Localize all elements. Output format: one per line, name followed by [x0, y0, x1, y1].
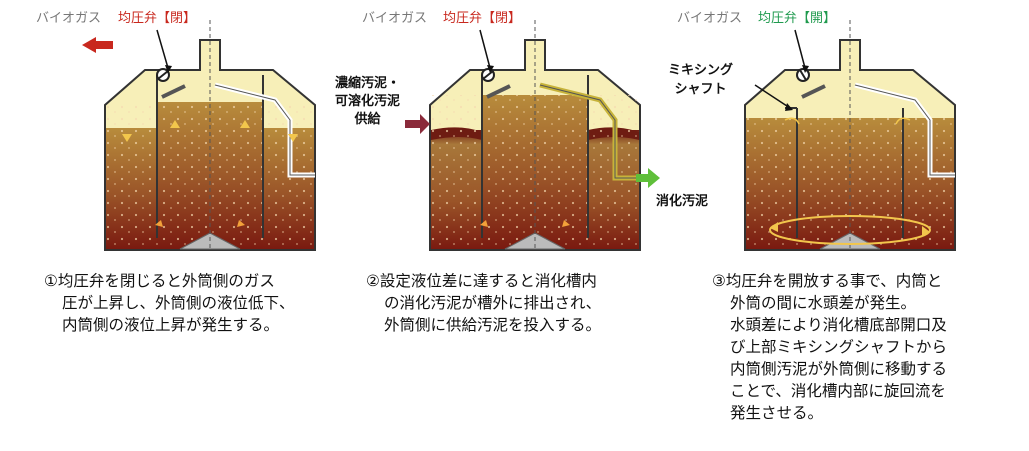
- biogas-label-1: バイオガス: [36, 11, 102, 26]
- feed-label-line: 可溶化汚泥: [335, 94, 401, 109]
- tank-1: [104, 20, 316, 251]
- caption-3: ③均圧弁を開放する事で、内筒と 外筒の間に水頭差が発生。 水頭差により消化槽底部…: [712, 270, 947, 424]
- caption-2-line: 外筒側に供給汚泥を投入する。: [384, 316, 602, 334]
- tank-2: [429, 20, 641, 251]
- caption-3-line: ③均圧弁を開放する事で、内筒と: [712, 272, 943, 290]
- biogas-arrow-1: [82, 37, 113, 53]
- caption-1-line: 圧が上昇し、外筒側の液位低下、: [62, 294, 295, 312]
- outlet-label: 消化汚泥: [656, 194, 709, 209]
- feed-arrow: [405, 114, 430, 134]
- shaft-label-line: ミキシング: [668, 63, 734, 78]
- outlet-arrow: [636, 168, 660, 188]
- caption-1-line: 内筒側の液位上昇が発生する。: [62, 316, 280, 334]
- feed-label: 濃縮汚泥・ 可溶化汚泥 供給: [335, 75, 400, 129]
- caption-3-line: 水頭差により消化槽底部開口及: [730, 316, 947, 334]
- caption-3-line: び上部ミキシングシャフトから: [730, 338, 948, 356]
- valve-label-3: 均圧弁【開】: [758, 11, 837, 26]
- caption-3-line: 発生させる。: [730, 404, 824, 422]
- feed-label-line: 供給: [354, 112, 381, 127]
- caption-3-line: 内筒側汚泥が外筒側に移動する: [730, 360, 948, 378]
- biogas-label-3: バイオガス: [677, 11, 743, 26]
- feed-label-line: 濃縮汚泥・: [335, 76, 401, 91]
- caption-3-line: ことで、消化槽内部に旋回流を: [730, 382, 946, 400]
- caption-2-line: の消化汚泥が槽外に排出され、: [384, 294, 602, 312]
- caption-2: ②設定液位差に達すると消化槽内 の消化汚泥が槽外に排出され、 外筒側に供給汚泥を…: [366, 270, 601, 336]
- tank-3: [744, 20, 956, 251]
- caption-1: ①均圧弁を閉じると外筒側のガス 圧が上昇し、外筒側の液位低下、 内筒側の液位上昇…: [44, 270, 295, 336]
- caption-2-line: ②設定液位差に達すると消化槽内: [366, 272, 597, 290]
- valve-label-1: 均圧弁【閉】: [118, 11, 197, 26]
- shaft-label: ミキシング シャフト: [668, 61, 733, 99]
- biogas-label-2: バイオガス: [362, 11, 428, 26]
- caption-3-line: 外筒の間に水頭差が発生。: [730, 294, 917, 312]
- valve-label-2: 均圧弁【閉】: [443, 11, 522, 26]
- caption-1-line: ①均圧弁を閉じると外筒側のガス: [44, 272, 275, 290]
- shaft-label-line: シャフト: [674, 82, 727, 97]
